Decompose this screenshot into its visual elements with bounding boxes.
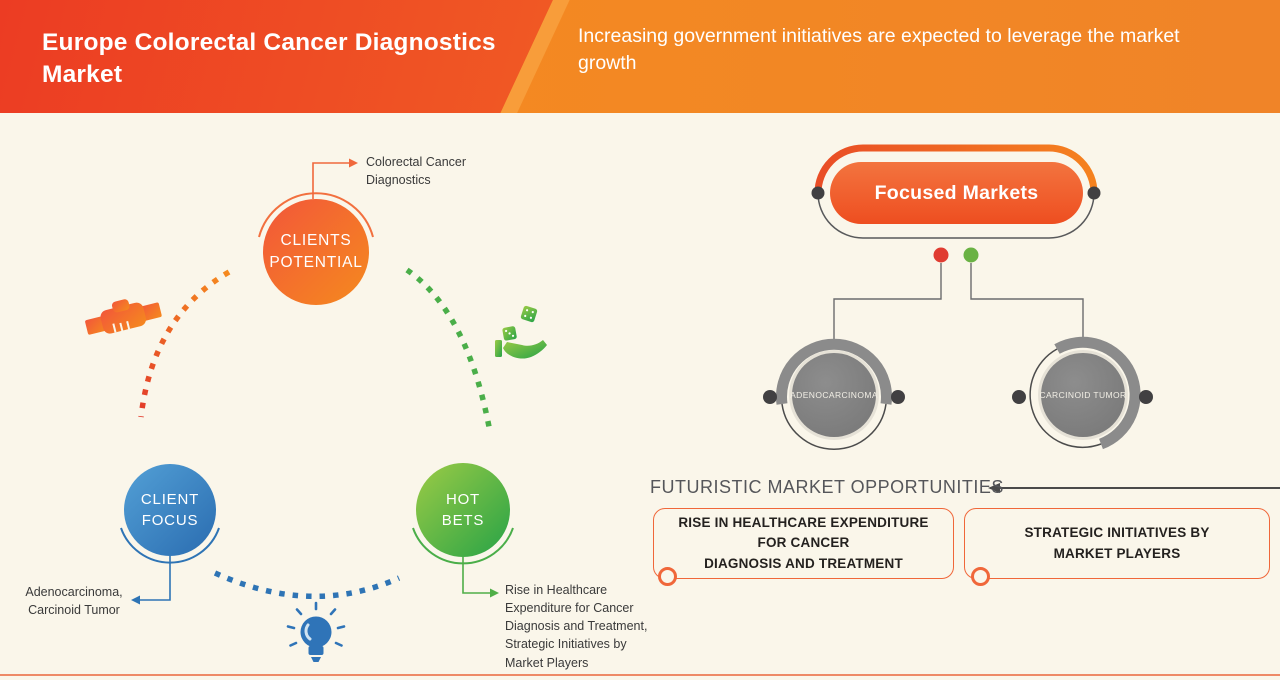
header-banner: Europe Colorectal Cancer Diagnostics Mar… [0, 0, 1280, 113]
handshake-icon [85, 299, 162, 335]
branch-dot-red [933, 247, 949, 263]
page-subtitle: Increasing government initiatives are ex… [578, 25, 1180, 74]
clients-potential-label: CLIENTS POTENTIAL [269, 232, 363, 271]
focused-markets-ring-bottom [817, 192, 1095, 239]
carcinoid-tumor-node [1012, 336, 1153, 450]
footer-accent-line [0, 674, 1280, 677]
ring-dot-right [1087, 186, 1101, 200]
dotted-arc-orange [138, 269, 231, 418]
clients-potential-ring [258, 192, 374, 238]
client-focus-label: CLIENT FOCUS [140, 491, 200, 529]
clients-potential-callout: Colorectal Cancer Diagnostics [366, 155, 467, 188]
ring-dot-left [811, 186, 825, 200]
adenocarcinoma-label: ADENOCARCINOMA [790, 390, 878, 400]
adenocarcinoma-node [763, 338, 905, 450]
hot-bets-callout: Rise in Healthcare Expenditure for Cance… [505, 583, 648, 670]
opportunities-arrow [988, 483, 1280, 493]
focused-markets-title: Focused Markets [874, 181, 1039, 204]
focused-markets-pill [830, 162, 1083, 224]
hot-bets-label: HOT BETS [441, 491, 485, 529]
branch-dot-green [963, 247, 979, 263]
opportunities-heading: FUTURISTIC MARKET OPPORTUNITIES [650, 477, 1004, 497]
clients-potential-circle [263, 199, 369, 305]
client-focus-circle [124, 464, 216, 556]
dotted-arc-blue [213, 570, 401, 599]
focused-markets-ring-top [814, 144, 1098, 197]
dice-hand-icon [495, 305, 547, 359]
clients-potential-connector [312, 158, 358, 199]
branch-line-right [970, 263, 1084, 342]
client-focus-callout: Adenocarcinoma, Carcinoid Tumor [25, 585, 123, 618]
header-left-panel [0, 0, 553, 113]
opportunity-box-2-dot [971, 567, 990, 586]
opportunity-box-2: STRATEGIC INITIATIVES BY MARKET PLAYERS [964, 508, 1270, 579]
hot-bets-circle [416, 463, 510, 557]
dotted-arc-green [405, 267, 493, 433]
opportunity-box-1-dot [658, 567, 677, 586]
page-title: Europe Colorectal Cancer Diagnostics Mar… [42, 29, 496, 89]
carcinoid-tumor-label: CARCINOID TUMOR [1039, 390, 1127, 400]
opportunity-box-1: RISE IN HEALTHCARE EXPENDITURE FOR CANCE… [653, 508, 954, 579]
lightbulb-icon [286, 601, 346, 662]
hot-bets-connector [462, 557, 499, 598]
client-focus-connector [131, 556, 171, 605]
branch-line-left [833, 263, 942, 342]
